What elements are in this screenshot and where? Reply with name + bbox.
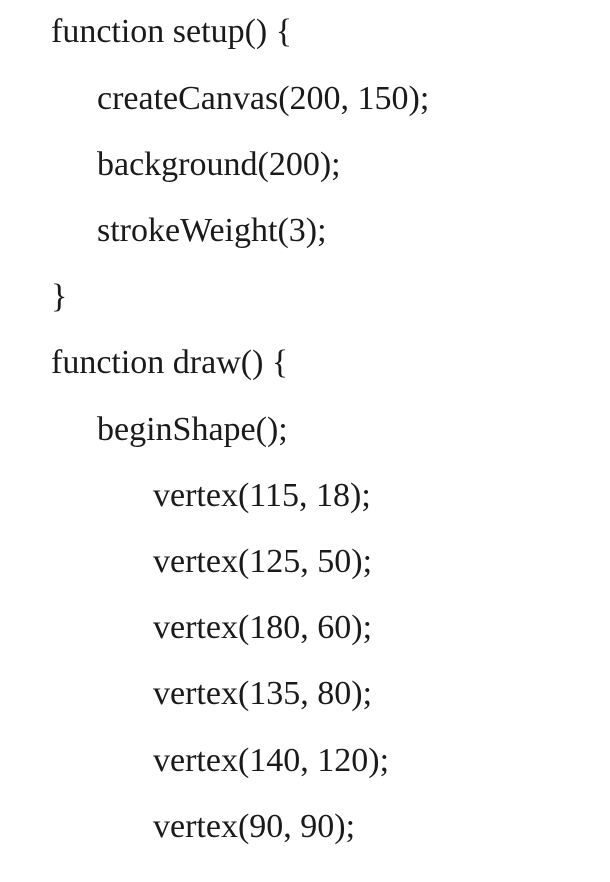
code-line-function-draw: function draw() { [51, 344, 289, 381]
code-line-vertex-2: vertex(125, 50); [153, 543, 373, 580]
code-line-vertex-4: vertex(135, 80); [153, 675, 373, 712]
code-line-stroke-weight: strokeWeight(3); [97, 212, 327, 249]
code-line-function-setup: function setup() { [51, 13, 293, 50]
code-line-close-brace: } [51, 278, 68, 315]
code-line-create-canvas: createCanvas(200, 150); [97, 80, 430, 117]
code-line-vertex-1: vertex(115, 18); [153, 477, 371, 514]
code-line-background: background(200); [97, 146, 341, 183]
code-line-begin-shape: beginShape(); [97, 411, 288, 448]
code-line-vertex-5: vertex(140, 120); [153, 742, 390, 779]
code-line-vertex-6: vertex(90, 90); [153, 808, 356, 845]
code-line-vertex-3: vertex(180, 60); [153, 609, 373, 646]
